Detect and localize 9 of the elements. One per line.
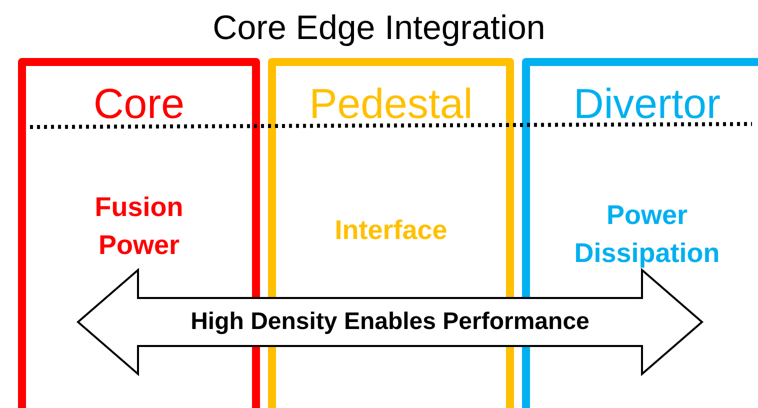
double-headed-banner (76, 268, 704, 376)
region-description: Interface (334, 214, 448, 247)
region-heading: Pedestal (308, 80, 474, 128)
region-heading: Divertor (572, 80, 722, 128)
region-description: Fusion Power (94, 191, 184, 262)
banner-label: High Density Enables Performance (190, 307, 590, 337)
diagram-title: Core Edge Integration (212, 8, 546, 48)
region-description: Power Dissipation (573, 199, 721, 270)
region-heading: Core (92, 80, 186, 128)
